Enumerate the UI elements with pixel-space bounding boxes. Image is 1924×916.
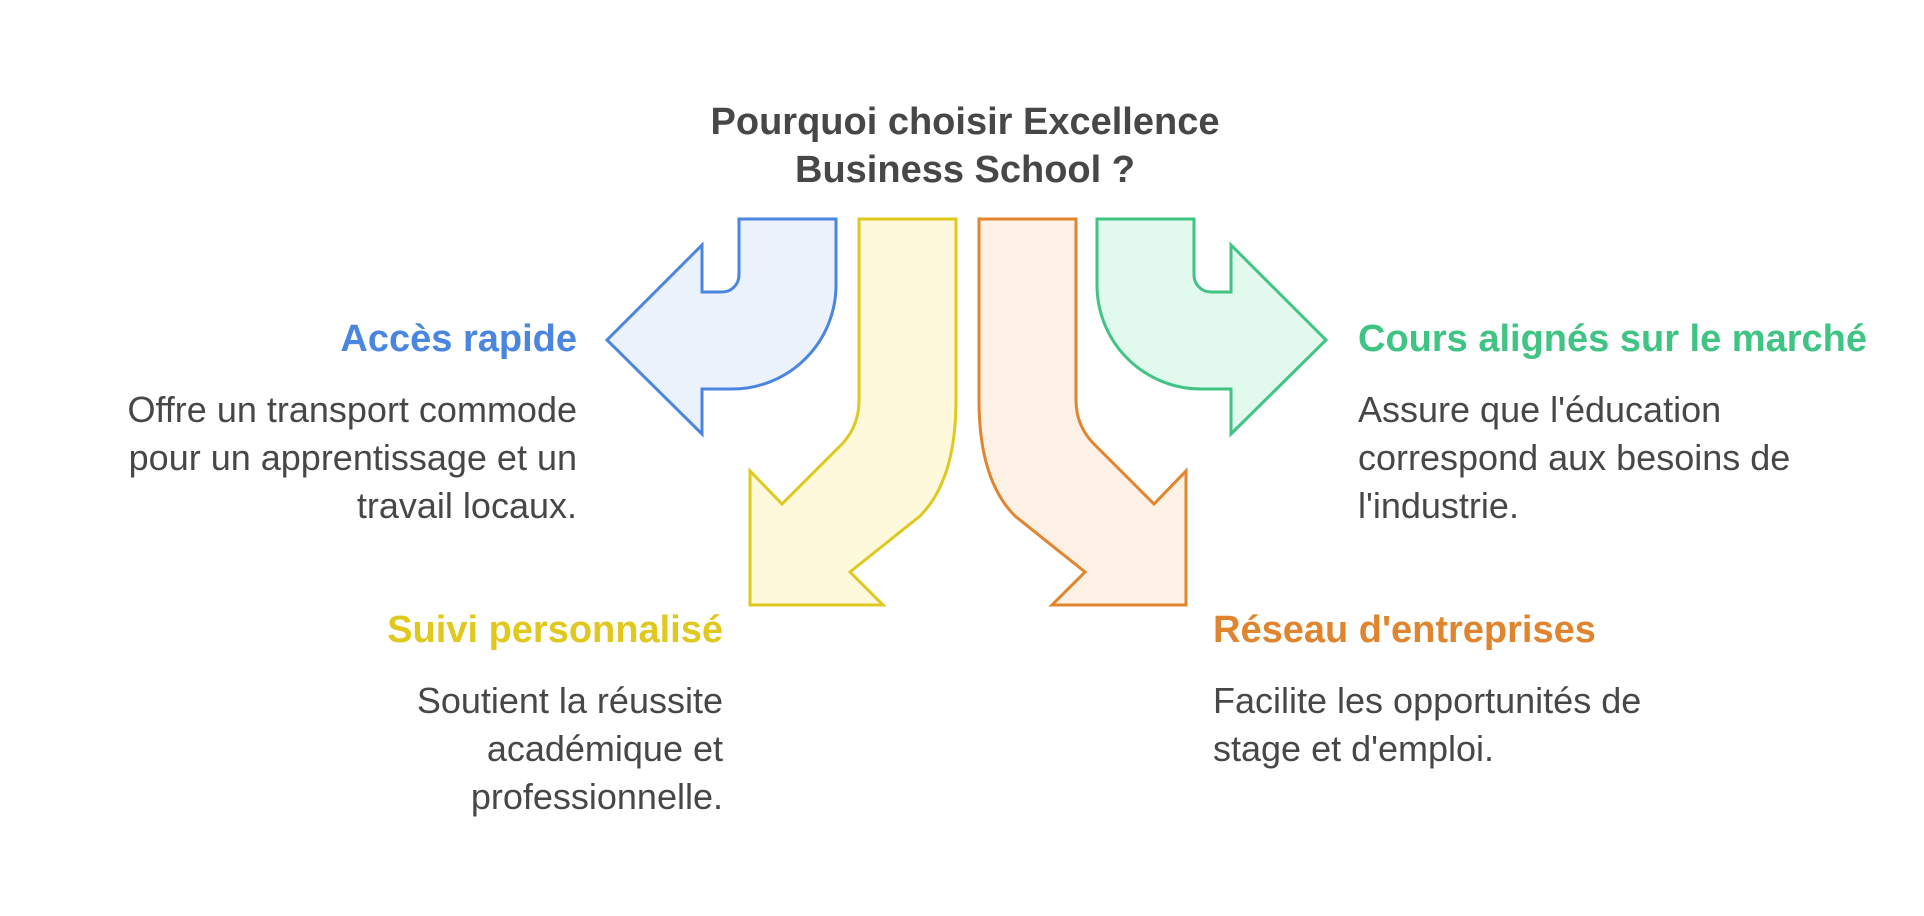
heading-suivi-personnalise: Suivi personnalisé bbox=[387, 609, 723, 651]
description-reseau-entreprises: Facilite les opportunités de stage et d'… bbox=[1213, 680, 1642, 769]
diagram-title: Pourquoi choisir Excellence Business Sch… bbox=[710, 101, 1220, 191]
description-acces-rapide: Offre un transport commode pour un appre… bbox=[127, 389, 577, 526]
arrow-acces-rapide bbox=[604, 217, 838, 438]
heading-reseau-entreprises: Réseau d'entreprises bbox=[1213, 609, 1596, 651]
arrow-cours-alignes bbox=[1095, 217, 1329, 438]
arrow-suivi-personnalise bbox=[748, 217, 958, 607]
arrow-reseau-entreprises bbox=[977, 217, 1188, 607]
heading-cours-alignes: Cours alignés sur le marché bbox=[1358, 318, 1867, 360]
description-cours-alignes: Assure que l'éducation correspond aux be… bbox=[1358, 389, 1791, 526]
heading-acces-rapide: Accès rapide bbox=[340, 318, 577, 360]
description-suivi-personnalise: Soutient la réussite académique et profe… bbox=[416, 680, 723, 817]
